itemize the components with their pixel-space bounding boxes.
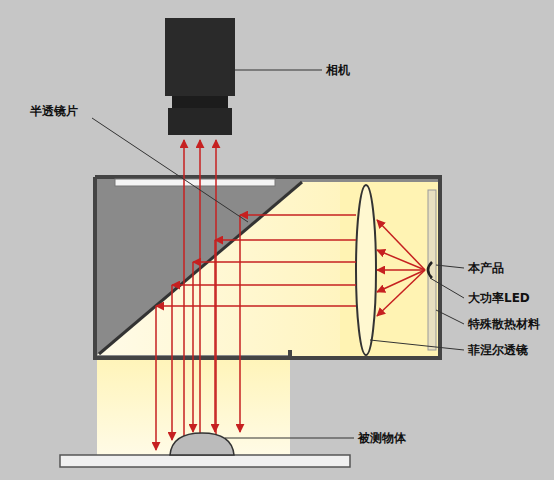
test-object	[170, 433, 234, 455]
top-window	[115, 179, 275, 186]
led-glow	[340, 182, 438, 356]
heat-sink	[428, 190, 436, 350]
camera-label: 相机	[326, 63, 350, 77]
led-label: 大功率LED	[468, 291, 530, 305]
camera	[165, 18, 235, 135]
mirror-label: 半透镜片	[30, 104, 78, 118]
base-plate	[60, 455, 350, 467]
lens-label: 菲涅尔透镜	[468, 343, 528, 357]
product-label: 本产品	[468, 261, 504, 275]
light-fill	[97, 182, 438, 356]
object-label: 被测物体	[358, 431, 406, 445]
fresnel-lens	[356, 185, 376, 355]
rays	[156, 140, 425, 450]
housing-outline	[95, 177, 440, 358]
heat-sink-label: 特殊散热材料	[468, 317, 540, 331]
leader-lines	[92, 70, 464, 438]
housing-interior	[97, 179, 438, 356]
led	[428, 262, 432, 278]
